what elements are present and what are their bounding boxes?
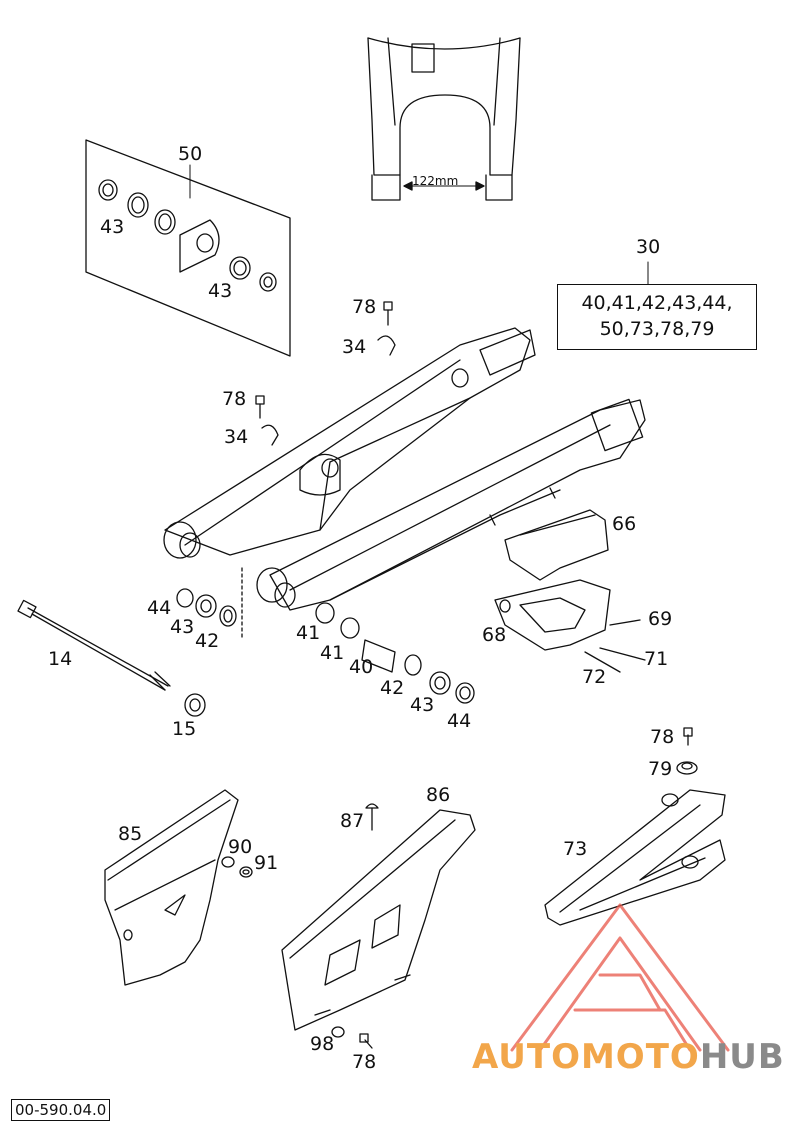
drawing-code: 00-590.04.0	[11, 1099, 111, 1121]
part-label: 50	[178, 143, 203, 165]
part-label: 69	[648, 608, 673, 630]
part-label: 40	[349, 656, 374, 678]
part-label: 72	[582, 666, 607, 688]
part-label: 41	[320, 642, 345, 664]
part-label: 87	[340, 810, 365, 832]
dimension-label: 122mm	[412, 174, 459, 188]
part-label: 43	[100, 216, 125, 238]
kit-contents-box: 40,41,42,43,44, 50,73,78,79	[557, 284, 757, 350]
fasteners	[221, 301, 698, 1049]
part-label: 73	[563, 838, 588, 860]
part-label: 41	[296, 622, 321, 644]
part-label: 43	[208, 280, 233, 302]
part-label: 85	[118, 823, 143, 845]
part-label: 71	[644, 648, 669, 670]
part-label: 68	[482, 624, 507, 646]
part-label: 42	[380, 677, 405, 699]
part-label: 66	[612, 513, 637, 535]
part-label: 43	[410, 694, 435, 716]
kit-parts-line: 50,73,78,79	[599, 318, 715, 340]
chain-guard-85	[104, 789, 239, 986]
pivot-bearings	[17, 588, 475, 717]
chain-guide	[494, 509, 646, 673]
part-label: 42	[195, 630, 220, 652]
part-label: 44	[147, 597, 172, 619]
part-label: 79	[648, 758, 673, 780]
part-label: 34	[224, 426, 249, 448]
part-label: 78	[650, 726, 675, 748]
bearing-kit-panel	[85, 139, 291, 357]
frame-width-inset	[367, 37, 521, 201]
part-label: 15	[172, 718, 197, 740]
part-label: 78	[222, 388, 247, 410]
watermark-logo-icon	[510, 903, 730, 1052]
part-label: 78	[352, 296, 377, 318]
swingarm	[163, 327, 646, 641]
part-label: 43	[170, 616, 195, 638]
guard-86	[281, 809, 476, 1031]
part-label: 86	[426, 784, 451, 806]
part-label: 44	[447, 710, 472, 732]
part-label: 91	[254, 852, 279, 874]
part-label: 78	[352, 1051, 377, 1073]
part-label: 90	[228, 836, 253, 858]
kit-parts-line: 40,41,42,43,44,	[581, 292, 733, 315]
part-label: 34	[342, 336, 367, 358]
watermark-text: AUTOMOTOHUB	[472, 1037, 785, 1077]
kit-number: 30	[636, 236, 661, 258]
chain-slider	[544, 789, 726, 926]
part-label: 98	[310, 1033, 335, 1055]
part-label: 14	[48, 648, 73, 670]
